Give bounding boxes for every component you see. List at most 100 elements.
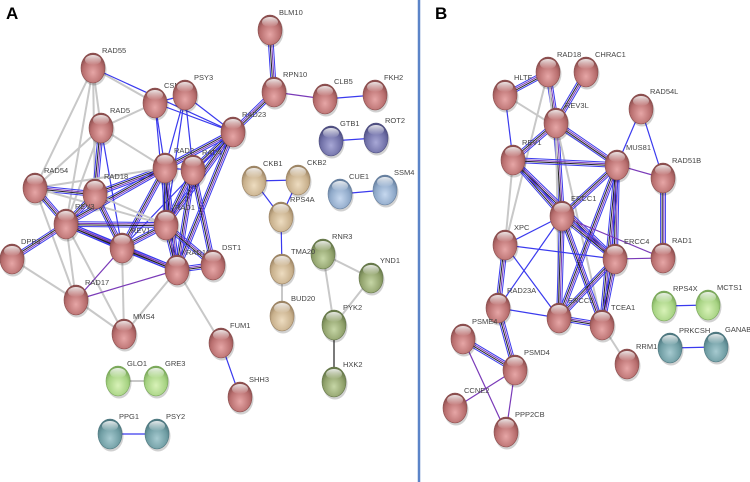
node-a-cue1[interactable]: CUE1 [327, 172, 369, 212]
node-a-gtb1[interactable]: GTB1 [318, 119, 360, 159]
node-label: DST1 [222, 243, 241, 252]
node-a-ckb1[interactable]: CKB1 [241, 159, 283, 199]
node-label: GANAB [725, 325, 750, 334]
node-b-ganab[interactable]: GANAB [703, 325, 750, 365]
edge-a-rad55-rad54 [34, 67, 94, 189]
edge-a-rad4-dst1 [190, 169, 216, 266]
node-a-rad17[interactable]: RAD17 [63, 278, 109, 318]
edge-a-rad2-rev3 [64, 165, 167, 227]
node-label: REV3 [75, 202, 95, 211]
node-label: BLM10 [279, 8, 303, 17]
node-a-psy3[interactable]: PSY3 [172, 73, 213, 113]
node-a-rev3[interactable]: REV3 [53, 202, 95, 242]
node-a-tma20[interactable]: TMA20 [269, 247, 315, 287]
node-label: CKB2 [307, 158, 327, 167]
node-a-bud20[interactable]: BUD20 [269, 294, 315, 334]
node-b-prkcsh[interactable]: PRKCSH [657, 326, 710, 366]
node-label: RAD18 [104, 172, 128, 181]
node-a-rad54[interactable]: RAD54 [22, 166, 68, 206]
node-b-ercc1[interactable]: ERCC1 [549, 194, 596, 234]
node-label: REV3L [565, 101, 589, 110]
node-a-ckb2[interactable]: CKB2 [285, 158, 327, 198]
node-a-dst1[interactable]: DST1 [200, 243, 241, 283]
node-label: RAD17 [85, 278, 109, 287]
node-label: RPS4A [290, 195, 315, 204]
node-label: PSY3 [194, 73, 213, 82]
node-a-csm2[interactable]: CSM2 [142, 81, 185, 121]
node-a-clb5[interactable]: CLB5 [312, 77, 353, 117]
node-b-rev3l[interactable]: REV3L [543, 101, 589, 141]
node-b-tcea1[interactable]: TCEA1 [589, 303, 635, 343]
node-a-shh3[interactable]: SHH3 [227, 375, 269, 415]
node-a-pyk2[interactable]: PYK2 [321, 303, 362, 343]
node-label: CLB5 [334, 77, 353, 86]
node-a-rad55[interactable]: RAD55 [80, 46, 126, 86]
node-label: ERCC4 [624, 237, 649, 246]
node-a-ynd1[interactable]: YND1 [358, 256, 400, 296]
edge-a-rad2-rad54 [34, 167, 166, 189]
node-a-ppg1[interactable]: PPG1 [97, 412, 139, 452]
edge-a-rad5-rev1 [100, 127, 123, 249]
node-b-psme4[interactable]: PSME4 [450, 317, 497, 357]
node-a-rad10[interactable]: RAD10 [164, 248, 210, 288]
node-label: CSM2 [164, 81, 185, 90]
node-b-psmd4[interactable]: PSMD4 [502, 348, 550, 388]
node-b-rad54l[interactable]: RAD54L [628, 87, 678, 127]
edge-a-rad5-rev3 [65, 127, 102, 225]
edge-b-ercc1-rad23a [497, 215, 563, 309]
node-b-rad1[interactable]: RAD1 [650, 236, 692, 276]
node-label: PSMD4 [524, 348, 550, 357]
node-b-chrac1[interactable]: CHRAC1 [573, 50, 626, 90]
edge-a-rad10-rad17 [75, 269, 178, 301]
edge-a-csm2-rad23 [154, 102, 234, 133]
node-b-ppp2cb[interactable]: PPP2CB [493, 410, 545, 450]
node-b-hltf[interactable]: HLTF [492, 73, 533, 113]
node-b-ccne2[interactable]: CCNE2 [442, 386, 489, 426]
node-b-rad23a[interactable]: RAD23A [485, 286, 536, 326]
node-b-rps4x[interactable]: RPS4X [651, 284, 698, 324]
node-b-rad18[interactable]: RAD18 [535, 50, 581, 90]
node-a-ssm4[interactable]: SSM4 [372, 168, 414, 208]
node-b-mus81[interactable]: MUS81 [604, 143, 651, 183]
node-label: TCEA1 [611, 303, 635, 312]
edge-a-rad2-rev1 [119, 166, 168, 250]
node-a-rev1[interactable]: REV1 [109, 226, 151, 266]
node-a-hxk2[interactable]: HXK2 [321, 360, 363, 400]
node-a-rps4a[interactable]: RPS4A [268, 195, 315, 235]
node-b-mcts1[interactable]: MCTS1 [695, 283, 742, 323]
edge-a-rad54-rad17 [34, 187, 77, 301]
node-a-mms4[interactable]: MMS4 [111, 312, 155, 352]
node-label: MCTS1 [717, 283, 742, 292]
node-label: DPB3 [21, 237, 41, 246]
node-b-rrm1[interactable]: RRM1 [614, 342, 657, 382]
node-label: RAD55 [102, 46, 126, 55]
node-a-rad23[interactable]: RAD23 [220, 110, 266, 150]
node-a-fkh2[interactable]: FKH2 [362, 73, 403, 113]
node-a-blm10[interactable]: BLM10 [257, 8, 303, 48]
node-a-rad18[interactable]: RAD18 [82, 172, 128, 212]
node-a-gre3[interactable]: GRE3 [143, 359, 185, 399]
node-label: RRM1 [636, 342, 657, 351]
node-a-fum1[interactable]: FUM1 [208, 321, 250, 361]
node-b-rev1[interactable]: REV1 [500, 138, 542, 178]
node-b-xpc[interactable]: XPC [492, 223, 530, 263]
node-b-rad51b[interactable]: RAD51B [650, 156, 701, 196]
node-b-ercc5[interactable]: ERCC5 [546, 296, 593, 336]
node-a-psy2[interactable]: PSY2 [144, 412, 185, 452]
node-a-rnr3[interactable]: RNR3 [310, 232, 352, 272]
node-a-rad2[interactable]: RAD2 [152, 146, 194, 186]
node-a-glo1[interactable]: GLO1 [105, 359, 147, 399]
edge-b-rev3l-tcea1 [555, 122, 603, 326]
node-a-rad4[interactable]: RAD4 [180, 148, 222, 188]
node-label: RAD23 [242, 110, 266, 119]
node-label: CHRAC1 [595, 50, 626, 59]
panel-label-b: B [435, 4, 448, 23]
panel-label-a: A [6, 4, 19, 23]
node-a-rpn10[interactable]: RPN10 [261, 70, 307, 110]
node-a-rad1[interactable]: RAD1 [153, 203, 195, 243]
node-b-ercc4[interactable]: ERCC4 [602, 237, 649, 277]
edge-a-rad4-rad10 [174, 169, 196, 271]
node-a-dpb3[interactable]: DPB3 [0, 237, 41, 277]
node-a-rot2[interactable]: ROT2 [363, 116, 405, 156]
node-a-rad5[interactable]: RAD5 [88, 106, 130, 146]
